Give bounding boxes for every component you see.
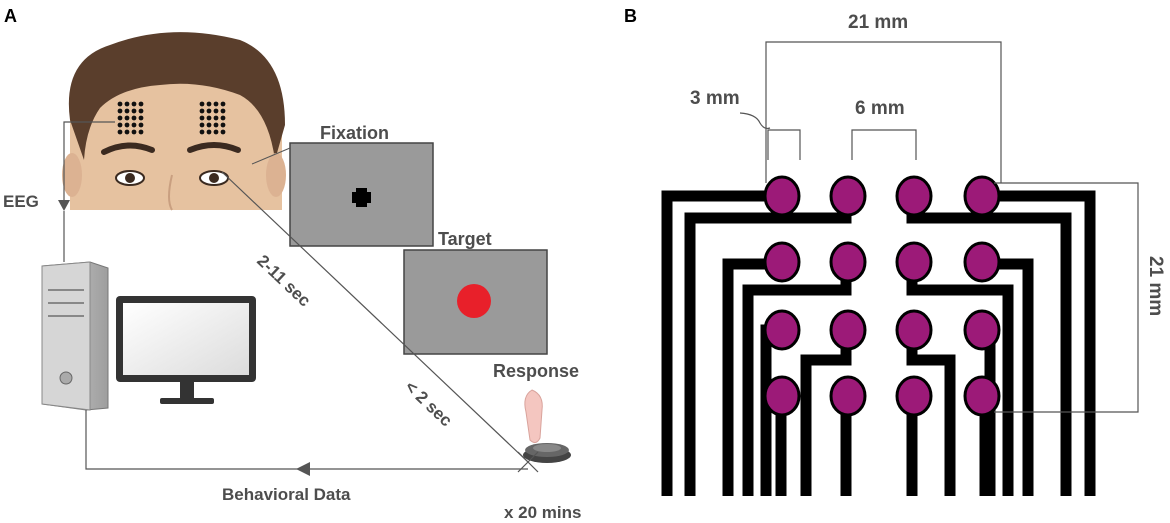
forehead-electrode-dot bbox=[220, 101, 226, 107]
forehead-electrode-dot bbox=[213, 108, 219, 114]
forehead-electrode-dot bbox=[206, 122, 212, 128]
response-label: Response bbox=[493, 361, 579, 381]
gaze-line bbox=[251, 147, 291, 165]
computer-tower bbox=[41, 261, 109, 411]
forehead-electrode-dot bbox=[117, 108, 123, 114]
forehead-electrode-dot bbox=[138, 108, 144, 114]
forehead-electrode-dot bbox=[131, 115, 137, 121]
panel-a: A EEG bbox=[3, 6, 582, 522]
forehead-electrode-dot bbox=[138, 122, 144, 128]
forehead-electrode-dot bbox=[206, 108, 212, 114]
forehead-electrode-dot bbox=[213, 115, 219, 121]
dimension-lines bbox=[739, 41, 1139, 413]
panel-b-letter: B bbox=[624, 6, 637, 26]
forehead-electrode-dot bbox=[199, 129, 205, 135]
forehead-electrode-dot bbox=[199, 115, 205, 121]
target-dot bbox=[457, 284, 491, 318]
forehead-electrode-dot bbox=[138, 101, 144, 107]
eeg-connector bbox=[58, 121, 115, 262]
forehead-electrode-dot bbox=[131, 108, 137, 114]
forehead-electrode-dot bbox=[131, 122, 137, 128]
forehead-electrode-dot bbox=[220, 122, 226, 128]
electrode-pad bbox=[895, 309, 933, 351]
electrode-pad bbox=[763, 375, 801, 417]
electrode-pad bbox=[895, 175, 933, 217]
forehead-electrode-dot bbox=[138, 115, 144, 121]
electrode-pad bbox=[829, 241, 867, 283]
forehead-electrode-dot bbox=[124, 129, 130, 135]
forehead-electrode-dot bbox=[124, 108, 130, 114]
forehead-electrode-dot bbox=[220, 129, 226, 135]
forehead-electrodes-left bbox=[117, 101, 144, 135]
forehead-electrode-dot bbox=[206, 129, 212, 135]
forehead-electrode-dot bbox=[131, 129, 137, 135]
behavioral-data-label: Behavioral Data bbox=[222, 485, 351, 504]
electrode-pad bbox=[829, 375, 867, 417]
electrode-pad bbox=[963, 241, 1001, 283]
electrode-traces bbox=[661, 190, 1096, 496]
fixation-label: Fixation bbox=[320, 123, 389, 143]
forehead-electrode-dot bbox=[206, 115, 212, 121]
eeg-label: EEG bbox=[3, 192, 39, 211]
forehead-electrode-dot bbox=[199, 122, 205, 128]
forehead-electrode-dot bbox=[213, 122, 219, 128]
electrode-pad bbox=[763, 175, 801, 217]
electrode-pad bbox=[763, 241, 801, 283]
electrode-pad bbox=[963, 375, 1001, 417]
electrode-pad bbox=[829, 175, 867, 217]
forehead-electrode-dot bbox=[199, 108, 205, 114]
fixation-cross bbox=[352, 188, 371, 207]
electrode-pad bbox=[895, 241, 933, 283]
electrode-pad bbox=[895, 375, 933, 417]
panel-b: B bbox=[624, 6, 1166, 496]
forehead-electrode-dot bbox=[131, 101, 137, 107]
forehead-electrode-dot bbox=[117, 101, 123, 107]
electrode-grid bbox=[763, 175, 1001, 417]
monitor bbox=[116, 296, 256, 404]
behavioral-data-connector bbox=[85, 410, 528, 476]
spacing-dimension-label: 6 mm bbox=[855, 98, 905, 119]
forehead-electrode-dot bbox=[206, 101, 212, 107]
forehead-electrode-dot bbox=[220, 108, 226, 114]
forehead-electrodes-right bbox=[199, 101, 226, 135]
diameter-dimension-label: 3 mm bbox=[690, 88, 740, 109]
duration-label: x 20 mins bbox=[504, 503, 582, 522]
face-illustration bbox=[62, 32, 286, 211]
target-label: Target bbox=[438, 229, 492, 249]
electrode-pad bbox=[763, 309, 801, 351]
forehead-electrode-dot bbox=[124, 101, 130, 107]
electrode-pad bbox=[963, 175, 1001, 217]
forehead-electrode-dot bbox=[117, 115, 123, 121]
forehead-electrode-dot bbox=[117, 122, 123, 128]
forehead-electrode-dot bbox=[124, 122, 130, 128]
height-dimension-label: 21 mm bbox=[1145, 256, 1166, 316]
forehead-electrode-dot bbox=[124, 115, 130, 121]
electrode-pad bbox=[829, 309, 867, 351]
electrode-pad bbox=[963, 309, 1001, 351]
interval-label-1: 2-11 sec bbox=[253, 251, 314, 310]
width-dimension-label: 21 mm bbox=[848, 12, 908, 33]
forehead-electrode-dot bbox=[199, 101, 205, 107]
forehead-electrode-dot bbox=[213, 129, 219, 135]
panel-a-letter: A bbox=[4, 6, 17, 26]
forehead-electrode-dot bbox=[213, 101, 219, 107]
forehead-electrode-dot bbox=[220, 115, 226, 121]
timeline-line bbox=[221, 171, 529, 463]
forehead-electrode-dot bbox=[117, 129, 123, 135]
response-button bbox=[523, 389, 571, 463]
forehead-electrode-dot bbox=[138, 129, 144, 135]
